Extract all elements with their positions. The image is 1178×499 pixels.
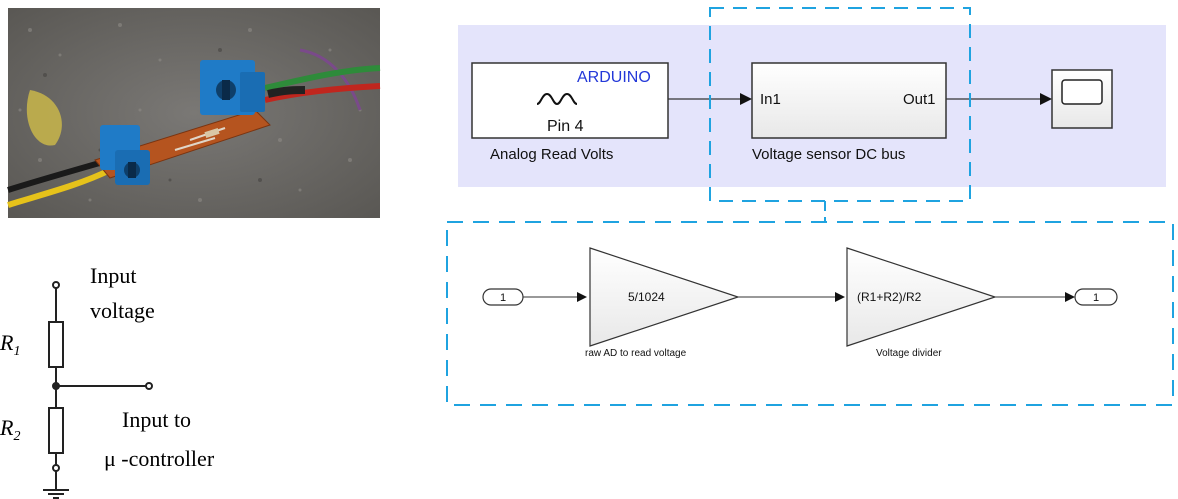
ground-icon — [43, 490, 69, 498]
scope-block[interactable] — [1052, 70, 1112, 128]
arduino-label: ARDUINO — [577, 69, 651, 86]
subsystem-detail-outline — [447, 222, 1173, 405]
input-terminal — [53, 282, 59, 288]
gain2-caption: Voltage divider — [876, 348, 942, 359]
r2-label: R2 — [0, 415, 20, 444]
out1-port-label: Out1 — [903, 91, 936, 108]
r1-label: R1 — [0, 330, 20, 359]
scope-screen-icon — [1062, 80, 1102, 104]
sub-arrow-1 — [577, 292, 587, 302]
sub-arrow-2 — [835, 292, 845, 302]
gain-block-adc-scale[interactable]: 5/1024 — [590, 248, 738, 346]
gain1-value: 5/1024 — [628, 290, 665, 304]
output-label-1: Input to — [122, 407, 191, 432]
outport-number: 1 — [1093, 292, 1099, 304]
gain-block-voltage-divider[interactable]: (R1+R2)/R2 — [847, 248, 995, 346]
subsystem-caption: Voltage sensor DC bus — [752, 146, 905, 163]
sensor-photo — [8, 8, 380, 218]
inport-number: 1 — [500, 292, 506, 304]
pin-label: Pin 4 — [547, 118, 584, 135]
inport-block[interactable]: 1 — [483, 289, 523, 305]
in1-port-label: In1 — [760, 91, 781, 108]
r1-resistor — [49, 322, 63, 367]
outport-block[interactable]: 1 — [1075, 289, 1117, 305]
analog-read-block[interactable]: ARDUINO Pin 4 — [472, 63, 668, 138]
voltage-sensor-subsystem-block[interactable]: In1 Out1 — [752, 63, 946, 138]
output-terminal — [146, 383, 152, 389]
gain1-caption: raw AD to read voltage — [585, 348, 687, 359]
input-voltage-label-2: voltage — [90, 298, 155, 323]
sub-arrow-3 — [1065, 292, 1075, 302]
analog-read-caption: Analog Read Volts — [490, 146, 613, 163]
output-label-2: μ -controller — [104, 446, 215, 471]
gain2-value: (R1+R2)/R2 — [857, 290, 922, 304]
r2-resistor — [49, 408, 63, 453]
input-voltage-label-1: Input — [90, 263, 136, 288]
